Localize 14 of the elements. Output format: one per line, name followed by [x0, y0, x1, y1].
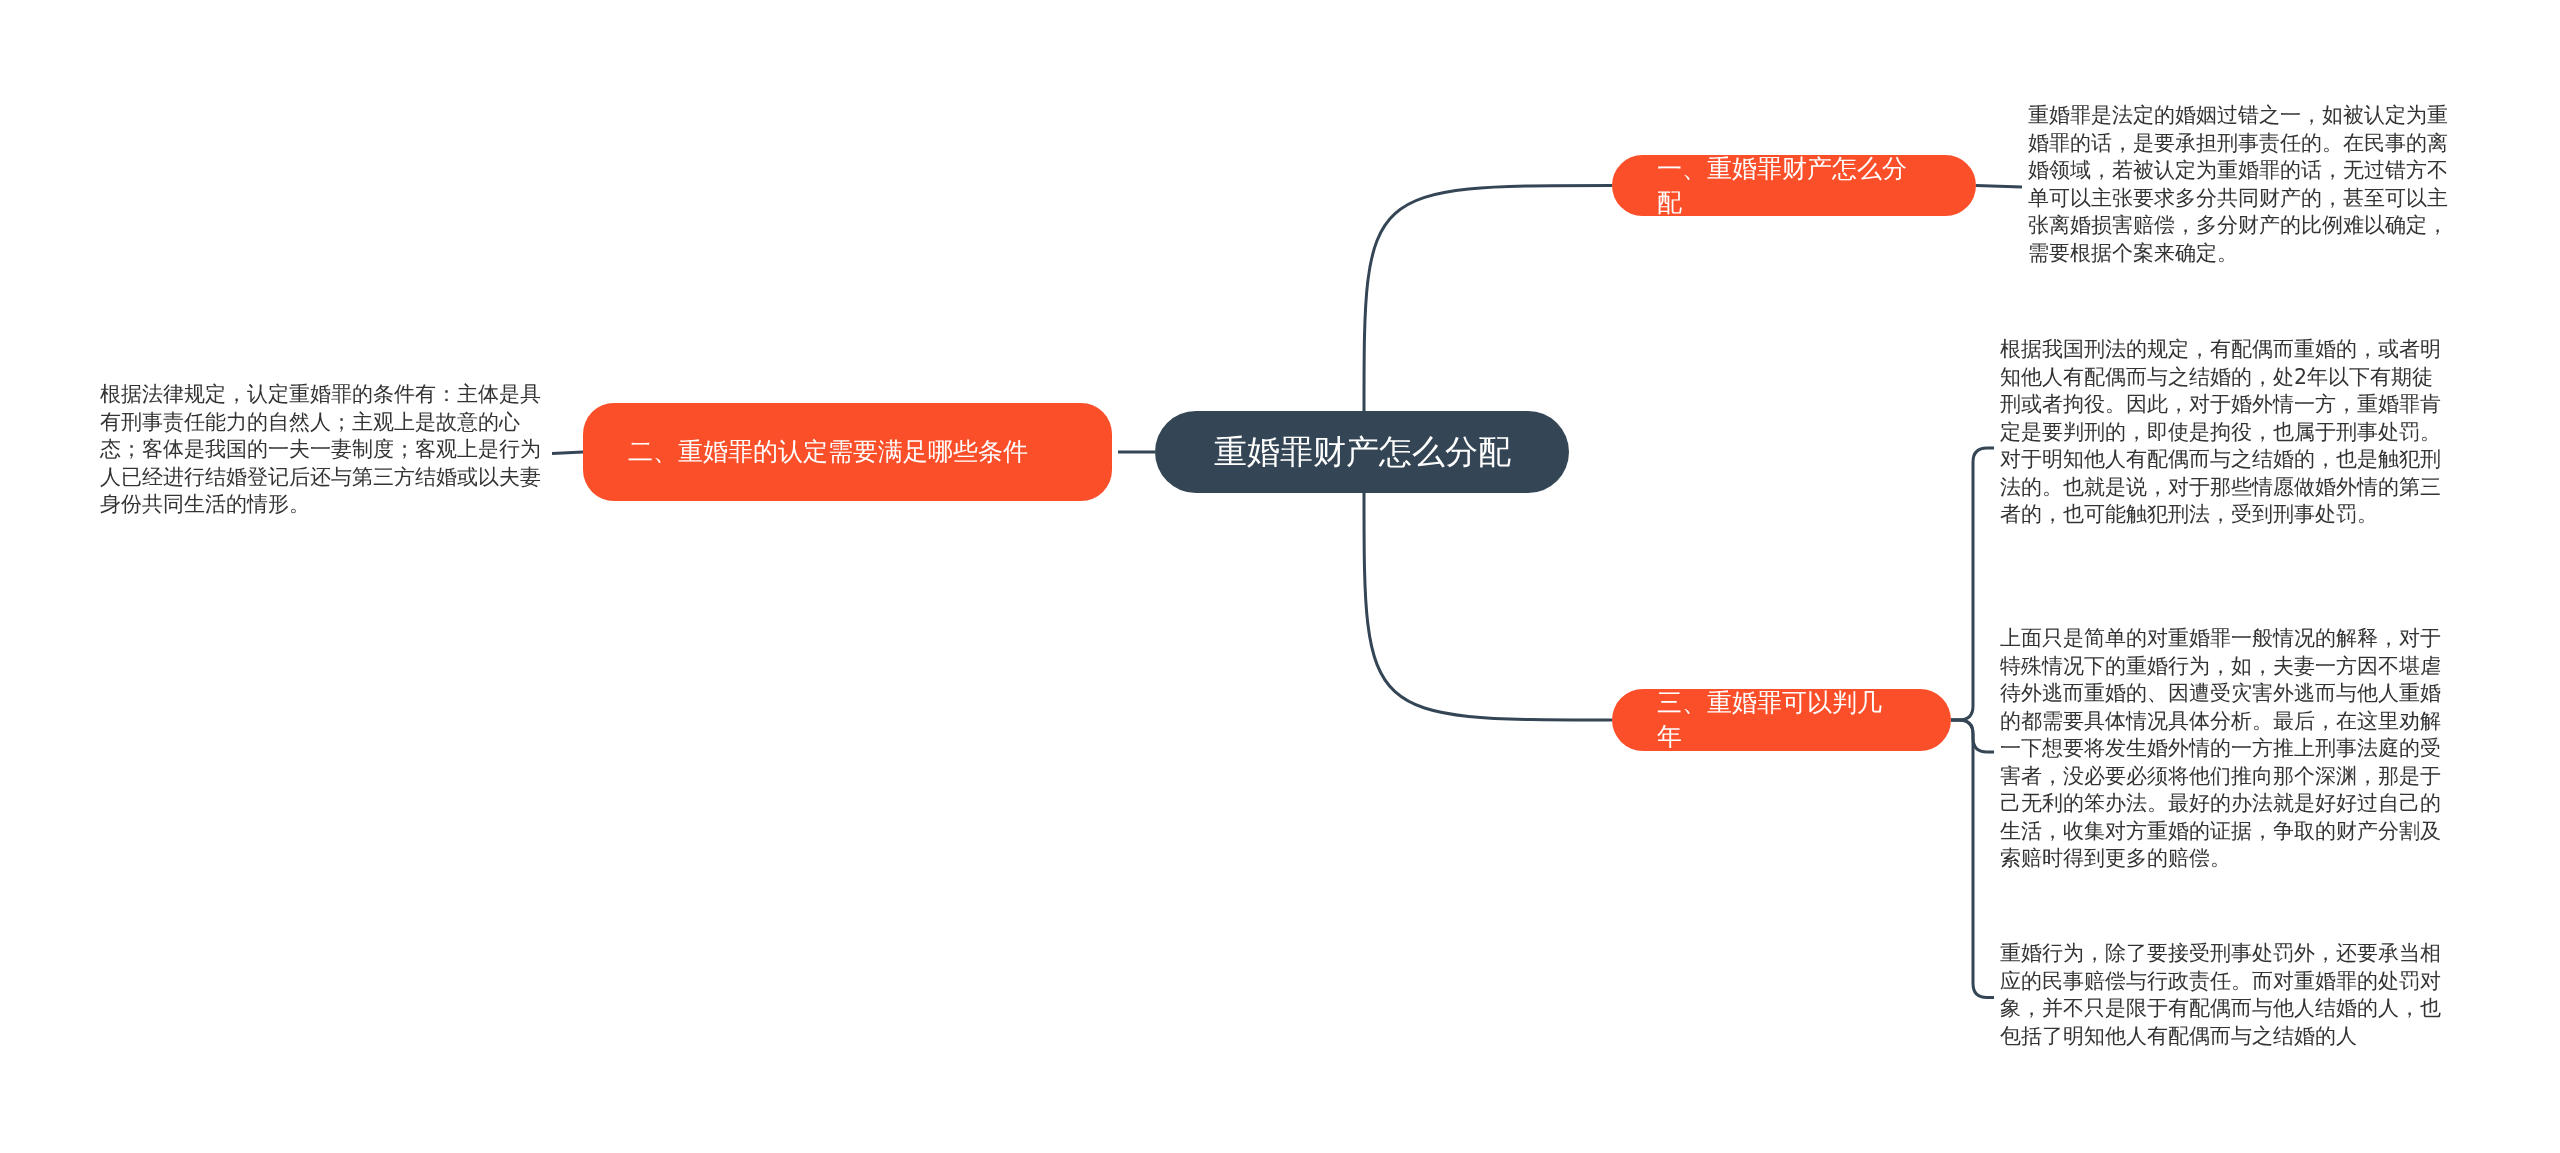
- note-text: 重婚罪是法定的婚姻过错之一，如被认定为重婚罪的话，是要承担刑事责任的。在民事的离婚领域，若被认定为重婚罪的话，无过错方不单可以主张要求多分共同财产的，甚至可以主张离婚损害赔偿，多分财产的比例难以确定，需要根据个案来确定。: [2028, 102, 2468, 272]
- note-text: 重婚行为，除了要接受刑事处罚外，还要承当相应的民事赔偿与行政责任。而对重婚罪的处罚对象，并不只是限于有配偶而与他人结婚的人，也包括了明知他人有配偶而与之结婚的人: [2000, 940, 2450, 1055]
- connector-line: [1362, 184, 1612, 411]
- topic-box: 三、重婚罪可以判几年: [1612, 689, 1951, 751]
- note-text: 上面只是简单的对重婚罪一般情况的解释，对于特殊情况下的重婚行为，如，夫妻一方因不堪虐待外逃而重婚的、因遭受灾害外逃而与他人重婚的都需要具体情况具体分析。最后，在这里劝解一下想要将发生婚外情的一方推上刑事法庭的受害者，没必要必须将他们推向那个深渊，那是于己无利的笨办法。最好的办法就是好好过自己的生活，收集对方重婚的证据，争取的财产分割及索赔时得到更多的赔偿。: [2000, 625, 2450, 879]
- central-topic-box: 重婚罪财产怎么分配: [1155, 411, 1569, 493]
- note-text: 根据我国刑法的规定，有配偶而重婚的，或者明知他人有配偶而与之结婚的，处2年以下有期徒刑或者拘役。因此，对于婚外情一方，重婚罪肯定是要判刑的，即使是拘役，也属于刑事处罚。对于明知他人有配偶而与之结婚的，也是触犯刑法的。也就是说，对于那些情愿做婚外情的第三者的，也可能触犯刑法，受到刑事处罚。: [2000, 336, 2450, 560]
- connector-line: [1118, 450, 1155, 454]
- connector-line: [1362, 493, 1612, 722]
- note-text: 根据法律规定，认定重婚罪的条件有：主体是具有刑事责任能力的自然人；主观上是故意的心态；客体是我国的一夫一妻制度；客观上是行为人已经进行结婚登记后还与第三方结婚或以夫妻身份共同生活的情形。: [100, 381, 546, 526]
- topic-box: 一、重婚罪财产怎么分配: [1612, 155, 1976, 216]
- topic-box: 二、重婚罪的认定需要满足哪些条件: [583, 403, 1112, 501]
- connector-line: [551, 450, 584, 455]
- connector-line: [1975, 184, 2023, 189]
